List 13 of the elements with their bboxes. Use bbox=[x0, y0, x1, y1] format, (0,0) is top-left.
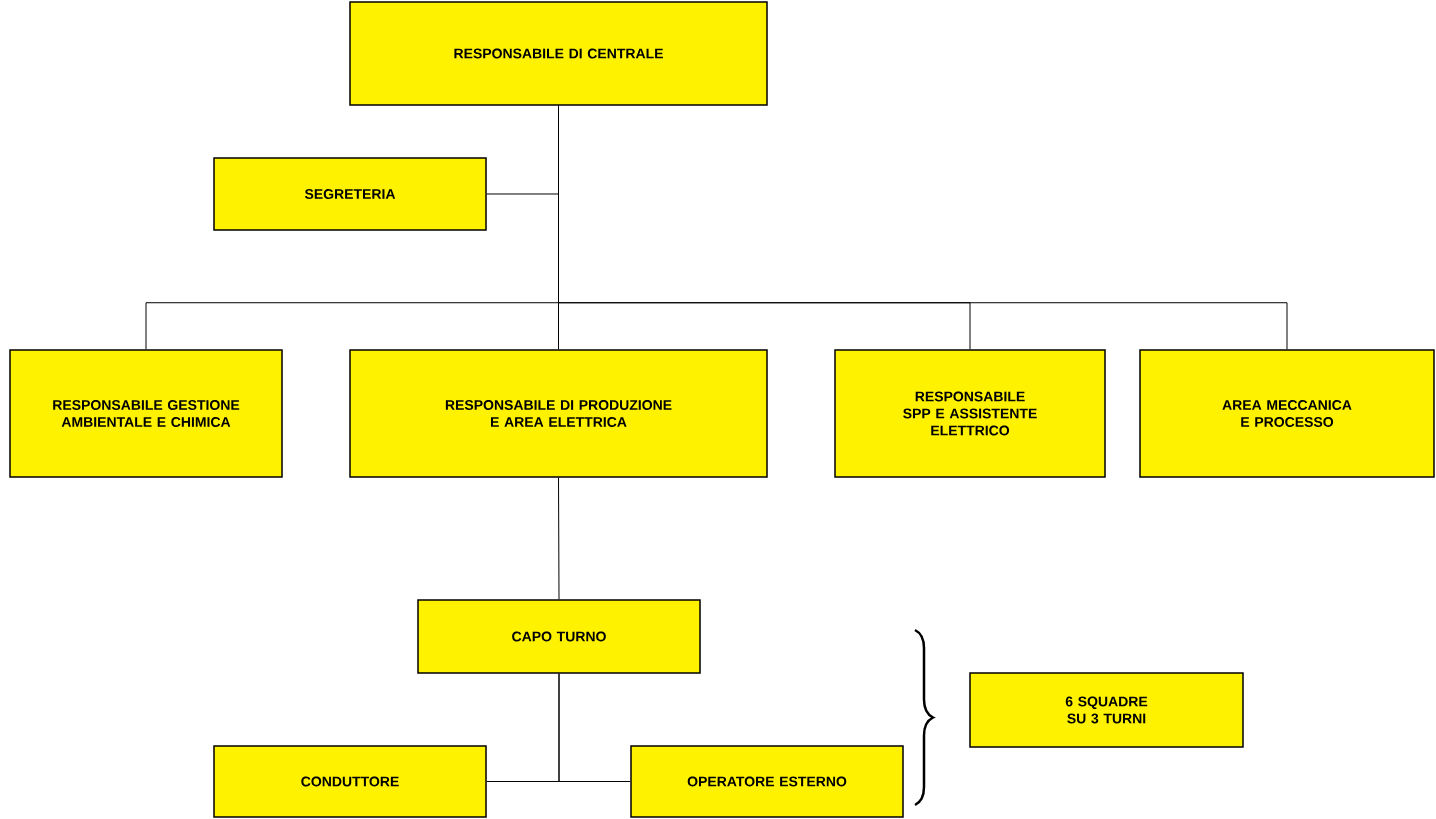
role-box: CAPO TURNO bbox=[417, 599, 701, 674]
role-box: RESPONSABILE DI PRODUZIONE E AREA ELETTRICA bbox=[349, 349, 768, 478]
role-box: OPERATORE ESTERNO bbox=[630, 745, 904, 818]
role-box: RESPONSABILE GESTIONE AMBIENTALE E CHIMICA bbox=[9, 349, 283, 478]
connector-line bbox=[558, 673, 631, 782]
role-box: CONDUTTORE bbox=[213, 745, 487, 818]
connector-line bbox=[558, 105, 1288, 350]
role-box: RESPONSABILE SPP E ASSISTENTE ELETTRICO bbox=[834, 349, 1106, 478]
connector-line bbox=[558, 477, 560, 600]
note-box: 6 SQUADRE SU 3 TURNI bbox=[969, 672, 1244, 748]
role-box: SEGRETERIA bbox=[213, 157, 487, 231]
role-box: RESPONSABILE DI CENTRALE bbox=[349, 1, 768, 106]
role-box: AREA MECCANICA E PROCESSO bbox=[1139, 349, 1435, 478]
